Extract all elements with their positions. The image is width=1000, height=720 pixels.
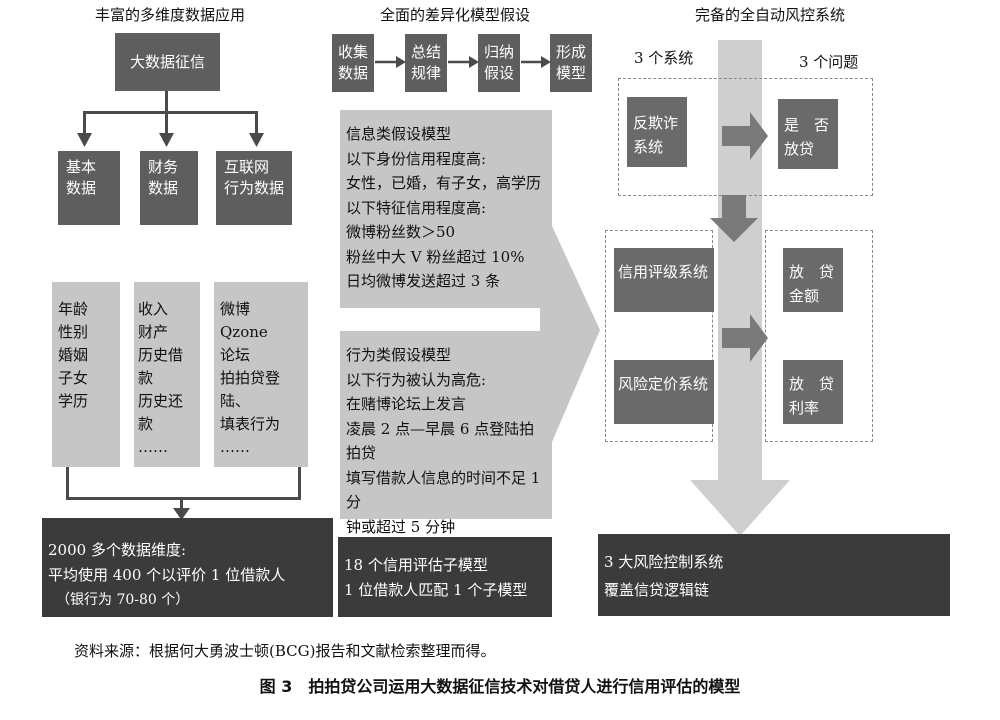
connector-line [83,111,86,135]
big-data-credit-box: 大数据征信 [115,33,220,91]
step-form-model: 形成模型 [550,34,592,92]
loan-or-not-question: 是 否放贷 [778,99,838,169]
connector-line [66,467,69,499]
connector-line [83,111,258,114]
left-section-title: 丰富的多维度数据应用 [94,6,245,24]
big-down-arrow [690,40,790,536]
mid-section-title: 全面的差异化模型假设 [379,6,530,24]
step-collect-data: 收集数据 [332,34,374,92]
arrowheads-down [77,133,264,147]
connector-line [165,91,168,113]
connector-line [180,497,183,511]
system-arrows [710,112,768,362]
loan-rate-question: 放 贷利率 [783,360,843,424]
info-hypothesis-model: 信息类假设模型以下身份信用程度高:女性，已婚，有子女，高学历以下特征信用程度高:… [340,110,552,308]
questions-label: 3 个问题 [799,53,859,71]
connector-line [298,467,301,499]
connector-line [66,497,301,500]
behavior-hypothesis-model: 行为类假设模型以下行为被认为高危:在赌博论坛上发言凌晨 2 点—早晨 6 点登陆… [340,331,552,536]
step-induce-hypothesis: 归纳假设 [478,34,520,92]
list-financial-items: 收入财产历史借款历史还款…… [134,282,200,467]
connector-line [255,111,258,135]
left-summary-box: 2000 多个数据维度:平均使用 400 个以评价 1 位借款人（银行为 70-… [42,518,333,617]
risk-pricing-system: 风险定价系统 [614,360,714,424]
anti-fraud-system: 反欺诈系统 [627,97,687,167]
category-internet-behavior-data: 互联网行为数据 [216,151,292,225]
source-note: 资料来源：根据何大勇波士顿(BCG)报告和文献检索整理而得。 [74,642,496,660]
rating-pricing-group [605,230,713,442]
systems-label: 3 个系统 [634,49,694,67]
step-summarize-rules: 总结规律 [405,34,447,92]
right-summary-box: 3 大风险控制系统覆盖信贷逻辑链 [598,534,950,616]
list-basic-items: 年龄性别婚姻子女学历 [52,282,120,467]
right-section-title: 完备的全自动风控系统 [694,6,845,24]
arrowhead-down [173,508,190,520]
loan-amount-question: 放 贷金额 [783,248,843,312]
big-right-arrow [540,200,600,470]
category-financial-data: 财务数据 [140,151,198,225]
figure-caption: 图 3 拍拍贷公司运用大数据征信技术对借贷人进行信用评估的模型 [259,677,741,696]
connector-line [165,111,168,135]
category-basic-data: 基本数据 [58,151,120,225]
credit-rating-system: 信用评级系统 [614,248,714,312]
step-arrows [375,56,551,68]
